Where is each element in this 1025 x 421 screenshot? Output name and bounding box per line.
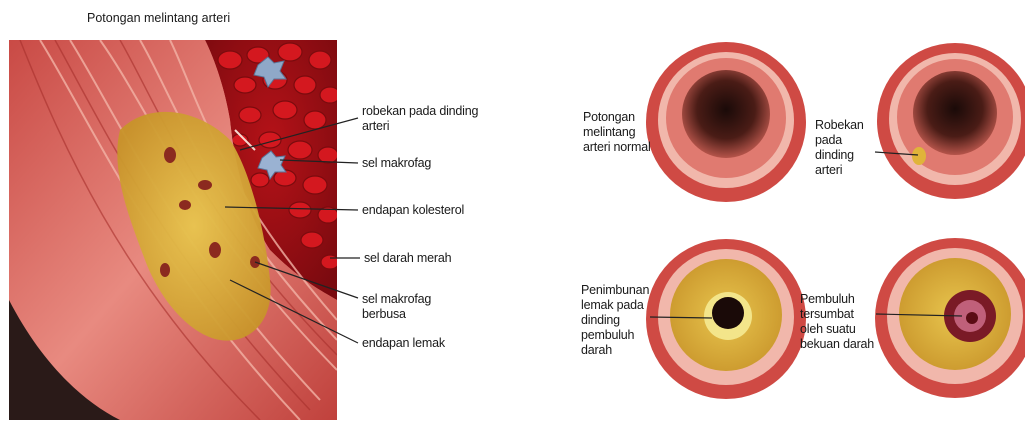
label-clot: Pembuluh tersumbat oleh suatu bekuan dar… [800,292,874,352]
label-normal: Potongan melintang arteri normal [583,110,651,155]
tear-plaque [912,147,926,165]
label-sel-makrofag-berbusa: sel makrofag berbusa [362,292,431,322]
label-sel-darah-merah: sel darah merah [364,251,451,266]
label-endapan-kolesterol: endapan kolesterol [362,203,464,218]
label-fatty: Penimbunan lemak pada dinding pembuluh d… [581,283,649,358]
label-tear: Robekan pada dinding arteri [815,118,864,178]
cross-section-fatty [646,239,806,399]
cross-section-normal [646,42,806,202]
label-sel-makrofag: sel makrofag [362,156,431,171]
left-section-image [9,40,340,420]
label-endapan-lemak: endapan lemak [362,336,445,351]
cross-section-tear [877,43,1025,199]
label-robekan: robekan pada dinding arteri [362,104,478,134]
cross-section-clot [875,238,1025,398]
